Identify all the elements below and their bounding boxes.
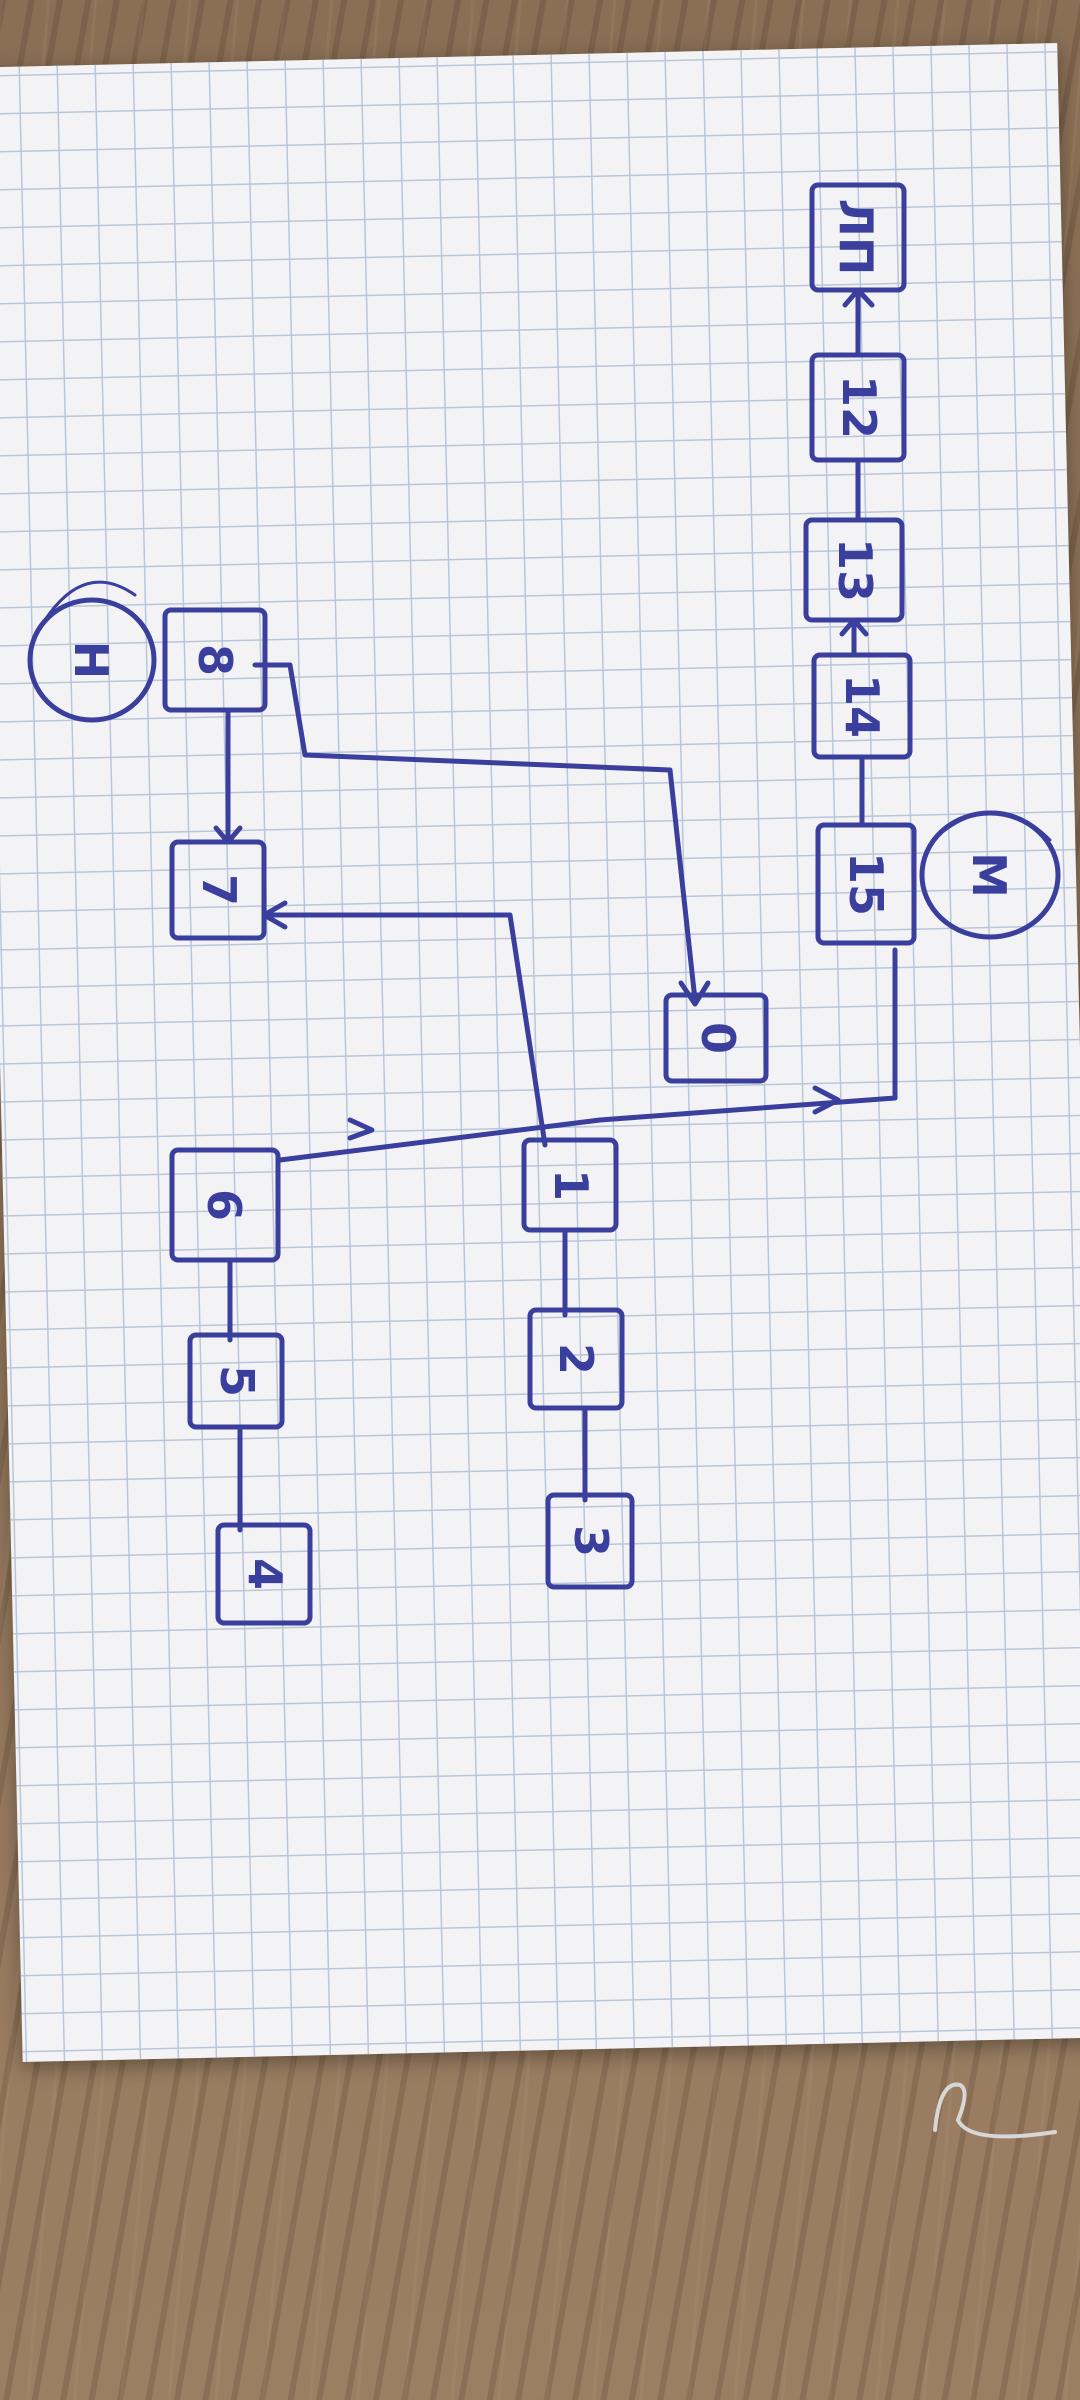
node-box-n6: 6 [169,1147,281,1263]
node-box-n7: 7 [169,839,267,941]
node-label-n0: 0 [691,1022,745,1054]
node-label-n2: 2 [549,1343,603,1375]
node-label-n12: 12 [832,375,886,439]
node-box-n5: 5 [187,1332,285,1430]
connector-1-7 [262,912,548,1148]
node-label-n13: 13 [828,538,882,602]
arrowhead-to-7-from-1 [261,900,288,930]
paperclip-wire [933,2082,1057,2139]
node-label-n1: 1 [544,1169,598,1201]
node-box-n8: 8 [162,607,268,713]
connector-8-0 [252,662,698,1003]
node-label-n15: 15 [839,852,893,916]
node-box-n4: 4 [215,1522,313,1626]
arrowhead-mid-6-15 [347,1117,375,1141]
node-label-n6: 6 [197,1189,251,1221]
node-label-n4: 4 [238,1558,292,1590]
arrowhead-to-13 [839,617,869,637]
node-box-n11: ЛП [809,182,907,293]
node-box-n14: 14 [811,652,913,760]
node-box-n12: 12 [809,352,907,463]
node-box-n1: 1 [521,1137,619,1233]
node-box-n13: 13 [803,517,905,623]
node-label-n8: 8 [188,644,242,676]
node-box-n3: 3 [545,1492,635,1590]
circle-h: Н [27,580,157,723]
arrowhead-to-11 [842,287,875,308]
node-label-n11: ЛП [829,199,883,276]
node-label-n3: 3 [564,1525,618,1557]
node-box-n2: 2 [527,1307,625,1411]
connector-6-15 [277,947,898,1163]
node-box-n15: 15 [815,822,917,946]
circle-label-m: М [962,852,1016,898]
circle-m: М [919,810,1061,940]
circle-label-h: Н [64,641,118,680]
node-label-n7: 7 [192,874,246,906]
node-label-n5: 5 [210,1365,264,1397]
node-label-n14: 14 [835,674,889,738]
arrowhead-near-15 [812,1085,841,1115]
node-box-n0: 0 [663,992,769,1084]
arrowhead-to-0 [678,980,711,1007]
